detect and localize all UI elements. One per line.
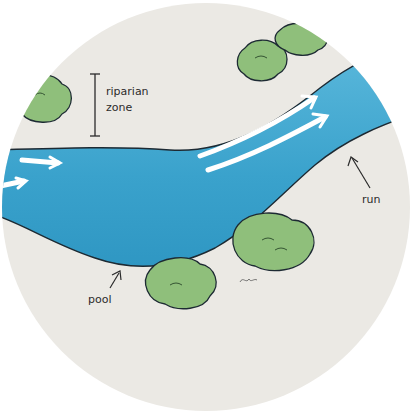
feature-label: pool	[88, 292, 128, 308]
river	[0, 40, 411, 266]
signature	[240, 279, 257, 282]
bush-marks	[35, 56, 287, 285]
region-label: riparian zone	[106, 84, 164, 116]
riparian-bushes	[13, 23, 327, 308]
zone-bracket	[90, 74, 100, 136]
flow-label: run	[362, 192, 402, 208]
leader-lines	[110, 157, 370, 288]
